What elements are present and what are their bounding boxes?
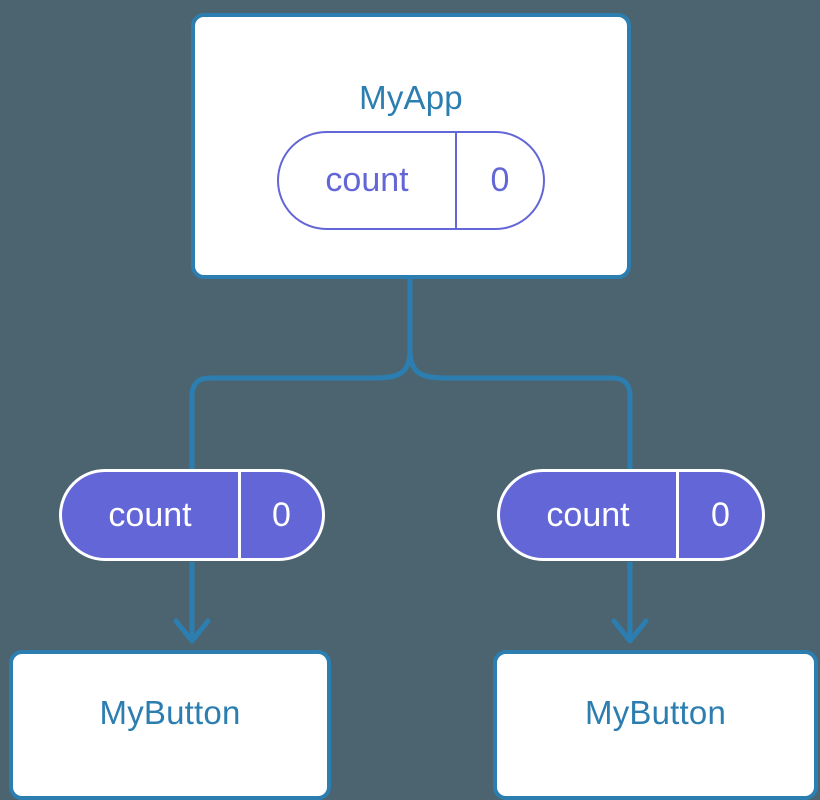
component-title-mybutton: MyButton	[585, 694, 726, 731]
props-value-label: 0	[238, 472, 322, 558]
component-box-mybutton-2[interactable]: MyButton	[493, 650, 818, 800]
arrow-head-right	[611, 618, 649, 644]
state-value-label: 0	[455, 133, 543, 228]
props-key-label: count	[108, 495, 192, 534]
props-pill-child-2[interactable]: count 0	[497, 469, 765, 561]
component-title-myapp: MyApp	[359, 79, 463, 116]
branch-line-right	[407, 347, 633, 471]
connector-lines	[173, 279, 649, 644]
component-box-mybutton-1[interactable]: MyButton	[9, 650, 331, 800]
state-key-label: count	[325, 161, 409, 199]
state-pill-myapp[interactable]: count 0	[277, 131, 545, 230]
component-title-mybutton: MyButton	[99, 694, 241, 731]
props-value-label: 0	[676, 472, 762, 558]
props-key-label: count	[546, 495, 630, 534]
branch-line-left	[189, 347, 413, 471]
arrow-head-left	[173, 618, 211, 644]
diagram-canvas: MyApp count 0 count 0 count 0 MyButton M…	[9, 13, 818, 800]
props-pill-child-1[interactable]: count 0	[59, 469, 325, 561]
